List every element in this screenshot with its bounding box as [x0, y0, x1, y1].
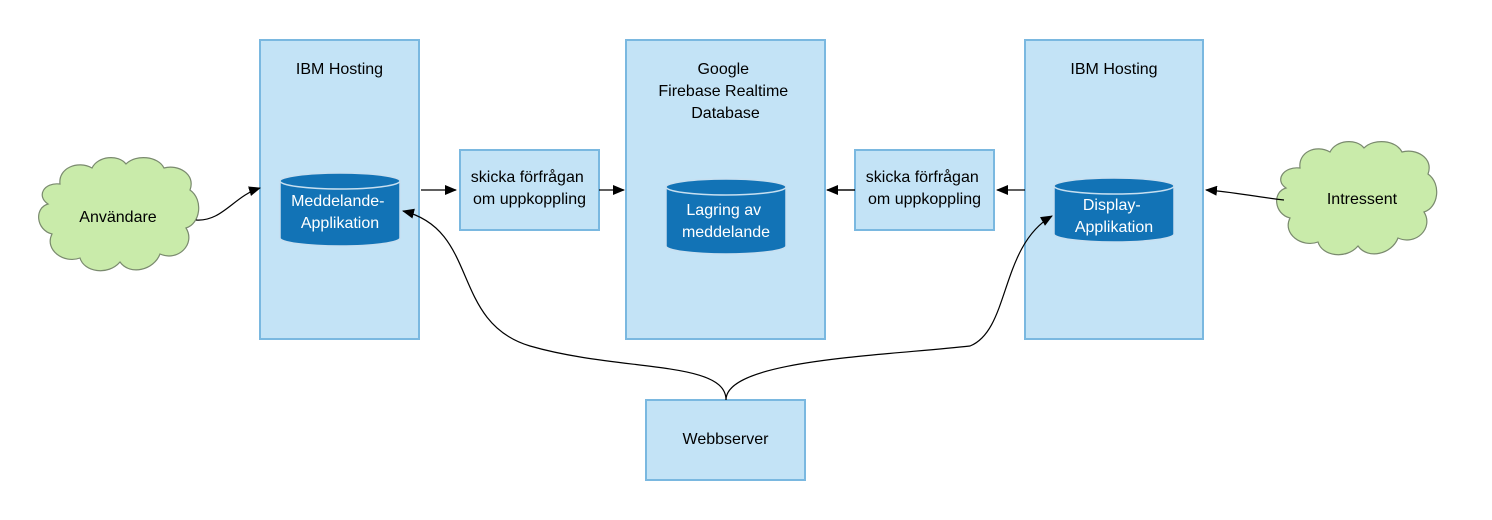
request-left-line-2: om uppkoppling — [473, 191, 586, 208]
firebase-label-line-3: Database — [691, 105, 760, 122]
request-right-line-2: om uppkoppling — [868, 191, 981, 208]
storage-line-1: Lagring av — [686, 202, 761, 219]
message-app-label: Meddelande- Applikation — [291, 193, 389, 232]
interested-label: Intressent — [1327, 191, 1398, 208]
message-app-line-2: Applikation — [301, 215, 379, 232]
edge-user-to-message-app — [195, 186, 261, 221]
firebase-label: Google Firebase Realtime Database — [658, 61, 792, 122]
storage-label: Lagring av meddelande — [682, 202, 770, 241]
storage-database: Lagring av meddelande — [665, 178, 787, 255]
display-app-line-2: Applikation — [1075, 219, 1153, 236]
message-app-line-1: Meddelande- — [291, 193, 384, 210]
user-label: Användare — [79, 209, 156, 226]
firebase-label-line-1: Google — [697, 61, 749, 78]
interested-cloud: Intressent — [1276, 141, 1438, 256]
webserver-box — [645, 399, 806, 481]
edge-webserver-to-display-app — [725, 215, 1053, 401]
request-left-line-1: skicka förfrågan — [471, 168, 584, 186]
display-app-database: Display- Applikation — [1053, 177, 1175, 243]
display-app-line-1: Display- — [1083, 197, 1141, 214]
display-app-label: Display- Applikation — [1075, 197, 1153, 236]
ibm-hosting-right-label: IBM Hosting — [1070, 61, 1157, 78]
user-cloud: Användare — [38, 157, 200, 272]
edge-webserver-to-message-app — [402, 208, 727, 401]
request-right-box — [854, 149, 995, 231]
storage-line-2: meddelande — [682, 224, 770, 241]
message-app-database: Meddelande- Applikation — [279, 172, 401, 247]
request-right-line-1: skicka förfrågan — [866, 168, 979, 186]
request-left-label: skicka förfrågan om uppkoppling — [471, 168, 588, 208]
ibm-hosting-left-label: IBM Hosting — [296, 61, 383, 78]
request-left-box — [459, 149, 600, 231]
request-right-label: skicka förfrågan om uppkoppling — [866, 168, 983, 208]
firebase-label-line-2: Firebase Realtime — [658, 83, 788, 100]
webserver-label: Webbserver — [683, 431, 770, 448]
edge-interested-to-right-host — [1205, 185, 1285, 201]
